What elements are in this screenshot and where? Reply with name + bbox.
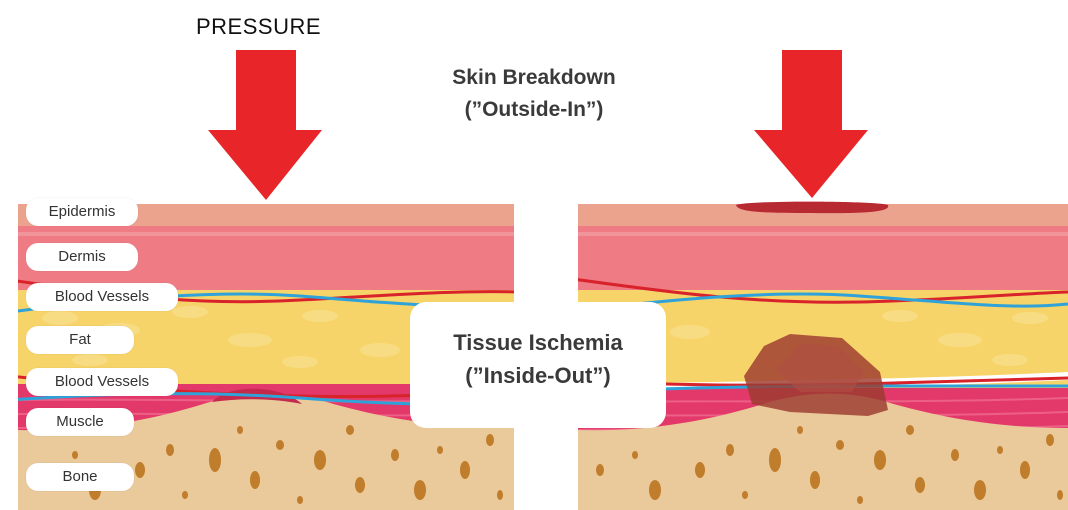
layer-label-muscle: Muscle xyxy=(26,408,134,436)
skin-breakdown-line2: (”Outside-In”) xyxy=(432,94,636,126)
skin-breakdown-title: Skin Breakdown (”Outside-In”) xyxy=(432,62,636,125)
layer-label-bone: Bone xyxy=(26,463,134,491)
tissue-ischemia-line1: Tissue Ischemia xyxy=(418,326,658,359)
layer-label-blood-vessels-lower: Blood Vessels xyxy=(26,368,178,396)
tissue-ischemia-title: Tissue Ischemia (”Inside-Out”) xyxy=(418,326,658,392)
layer-label-fat: Fat xyxy=(26,326,134,354)
layer-label-dermis: Dermis xyxy=(26,243,138,271)
pressure-arrow-left xyxy=(208,50,322,200)
layer-label-blood-vessels-upper: Blood Vessels xyxy=(26,283,178,311)
surface-wound xyxy=(736,202,888,214)
tissue-ischemia-line2: (”Inside-Out”) xyxy=(418,359,658,392)
pressure-arrow-right xyxy=(754,50,868,198)
layer-label-epidermis: Epidermis xyxy=(26,198,138,226)
skin-breakdown-line1: Skin Breakdown xyxy=(432,62,636,94)
dermis-layer xyxy=(578,226,1068,296)
pressure-label: PRESSURE xyxy=(196,14,321,40)
